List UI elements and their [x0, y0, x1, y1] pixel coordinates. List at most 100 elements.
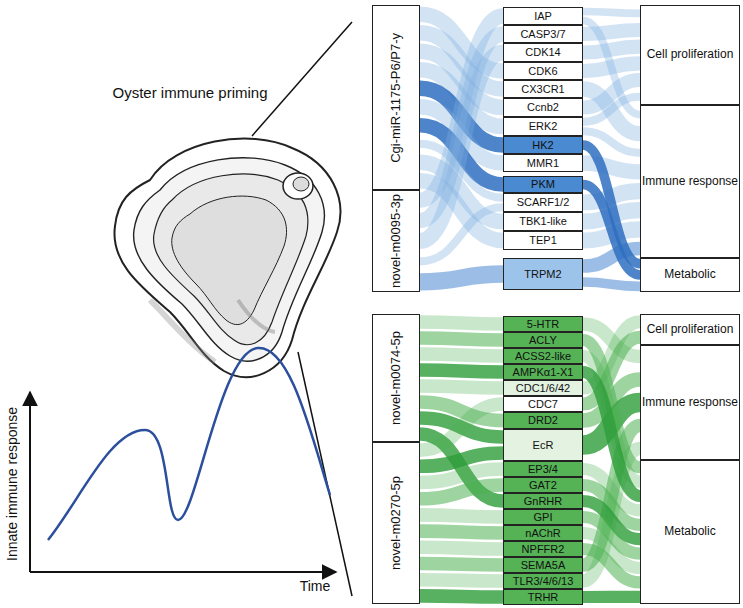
sankey-band	[420, 386, 503, 388]
node-text: EcR	[533, 439, 554, 451]
oyster-mantle	[154, 174, 308, 345]
gene-box: CDC7	[503, 396, 583, 412]
node-text: CDC1/6/42	[516, 382, 570, 394]
node-text: GAT2	[529, 479, 557, 491]
node-text: MMR1	[527, 157, 559, 169]
node-text: EP3/4	[528, 463, 558, 475]
sankey-band	[420, 207, 503, 261]
gene-box: GnRHR	[503, 493, 583, 509]
gene-box: ACSS2-like	[503, 348, 583, 364]
node-text: Metabolic	[664, 525, 715, 538]
oyster-shading	[150, 300, 215, 362]
oyster-shading	[238, 300, 275, 332]
sankey-band	[583, 549, 640, 582]
sankey-band	[420, 596, 503, 597]
node-text: HK2	[532, 139, 553, 151]
node-text: SCARF1/2	[517, 196, 570, 208]
oyster-shell	[114, 138, 340, 377]
sankey-band	[583, 12, 640, 14]
gene-box: IAP	[503, 7, 583, 25]
category-box: Cell proliferation	[640, 314, 740, 345]
node-text: PKM	[531, 178, 555, 190]
gene-box: EP3/4	[503, 461, 583, 477]
sankey-band	[420, 515, 503, 517]
node-text: CDK6	[528, 65, 557, 77]
node-text: GnRHR	[524, 495, 563, 507]
sankey-band	[420, 485, 503, 499]
gene-box: ERK2	[503, 117, 583, 136]
node-text: CDC7	[528, 398, 558, 410]
gene-box: CX3CR1	[503, 80, 583, 98]
node-text: CDK14	[525, 46, 560, 58]
sankey-band	[420, 338, 503, 340]
category-box: Metabolic	[640, 460, 740, 604]
node-text: GPI	[534, 511, 553, 523]
gene-box: SEMA5A	[503, 557, 583, 573]
gene-box: TRHR	[503, 589, 583, 605]
gene-box: CDC1/6/42	[503, 380, 583, 396]
node-text: NPFFR2	[522, 543, 565, 555]
node-text: Cgi-miR-1175-P6/P7-y	[389, 33, 403, 163]
node-text: Immune response	[642, 396, 738, 409]
axis-title: Time	[290, 578, 340, 598]
gene-box: CASP3/7	[503, 25, 583, 43]
gene-box: AMPKα1-X1	[503, 364, 583, 380]
node-text: Cell proliferation	[647, 323, 734, 336]
sankey-band	[583, 30, 640, 34]
node-text: novel-m0095-3p	[389, 194, 403, 288]
node-text: novel-m0270-5p	[389, 476, 403, 570]
y-axis	[29, 392, 31, 572]
node-text: Immune response	[642, 175, 738, 188]
gene-box: NPFFR2	[503, 541, 583, 557]
sankey-band	[420, 274, 503, 282]
sankey-band	[420, 322, 503, 324]
gene-box: DRD2	[503, 412, 583, 429]
category-box: Metabolic	[640, 258, 740, 292]
sankey-band	[420, 547, 503, 549]
gene-box: GPI	[503, 509, 583, 525]
sankey-band	[583, 89, 640, 134]
node-text: TLR3/4/6/13	[513, 575, 574, 587]
node-text: AMPKα1-X1	[513, 366, 574, 378]
node-text: TRPM2	[524, 268, 561, 280]
sankey-band	[420, 564, 503, 566]
gene-box: TRPM2	[503, 258, 583, 290]
x-axis	[30, 571, 336, 573]
axis-title: Innate immune response	[4, 395, 24, 573]
oyster-body	[172, 196, 287, 324]
gene-box: PKM	[503, 176, 583, 193]
mirna-box: novel-m0074-5p	[372, 314, 420, 442]
category-box: Immune response	[640, 345, 740, 460]
sankey-band	[583, 372, 640, 496]
oyster-shell-ridge	[134, 158, 325, 361]
node-text: novel-m0074-5p	[389, 331, 403, 425]
gene-box: TBK1-like	[503, 212, 583, 231]
node-text: ERK2	[529, 120, 558, 132]
sankey-band	[420, 370, 503, 372]
illustration-title: Oyster immune priming	[100, 84, 280, 104]
node-text: ACSS2-like	[515, 350, 571, 362]
category-box: Immune response	[640, 105, 740, 258]
node-text: TRHR	[528, 591, 559, 603]
node-text: nAChR	[525, 527, 560, 539]
adductor-muscle	[283, 173, 313, 199]
node-text: DRD2	[528, 414, 558, 426]
gene-box: 5-HTR	[503, 316, 583, 332]
sankey-band	[583, 163, 640, 172]
sankey-band	[420, 404, 503, 450]
gene-box: EcR	[503, 429, 583, 461]
sankey-band	[420, 531, 503, 533]
node-text: Ccnb2	[527, 101, 559, 113]
mirna-box: novel-m0095-3p	[372, 190, 420, 292]
gene-box: MMR1	[503, 154, 583, 172]
node-text: TEP1	[529, 234, 557, 246]
adductor-muscle-core	[293, 177, 309, 191]
node-text: 5-HTR	[527, 318, 559, 330]
gene-box: HK2	[503, 136, 583, 154]
category-box: Cell proliferation	[640, 5, 740, 105]
gene-box: ACLY	[503, 332, 583, 348]
node-text: IAP	[534, 10, 552, 22]
mirna-box: Cgi-miR-1175-P6/P7-y	[372, 5, 420, 190]
gene-box: CDK6	[503, 62, 583, 80]
